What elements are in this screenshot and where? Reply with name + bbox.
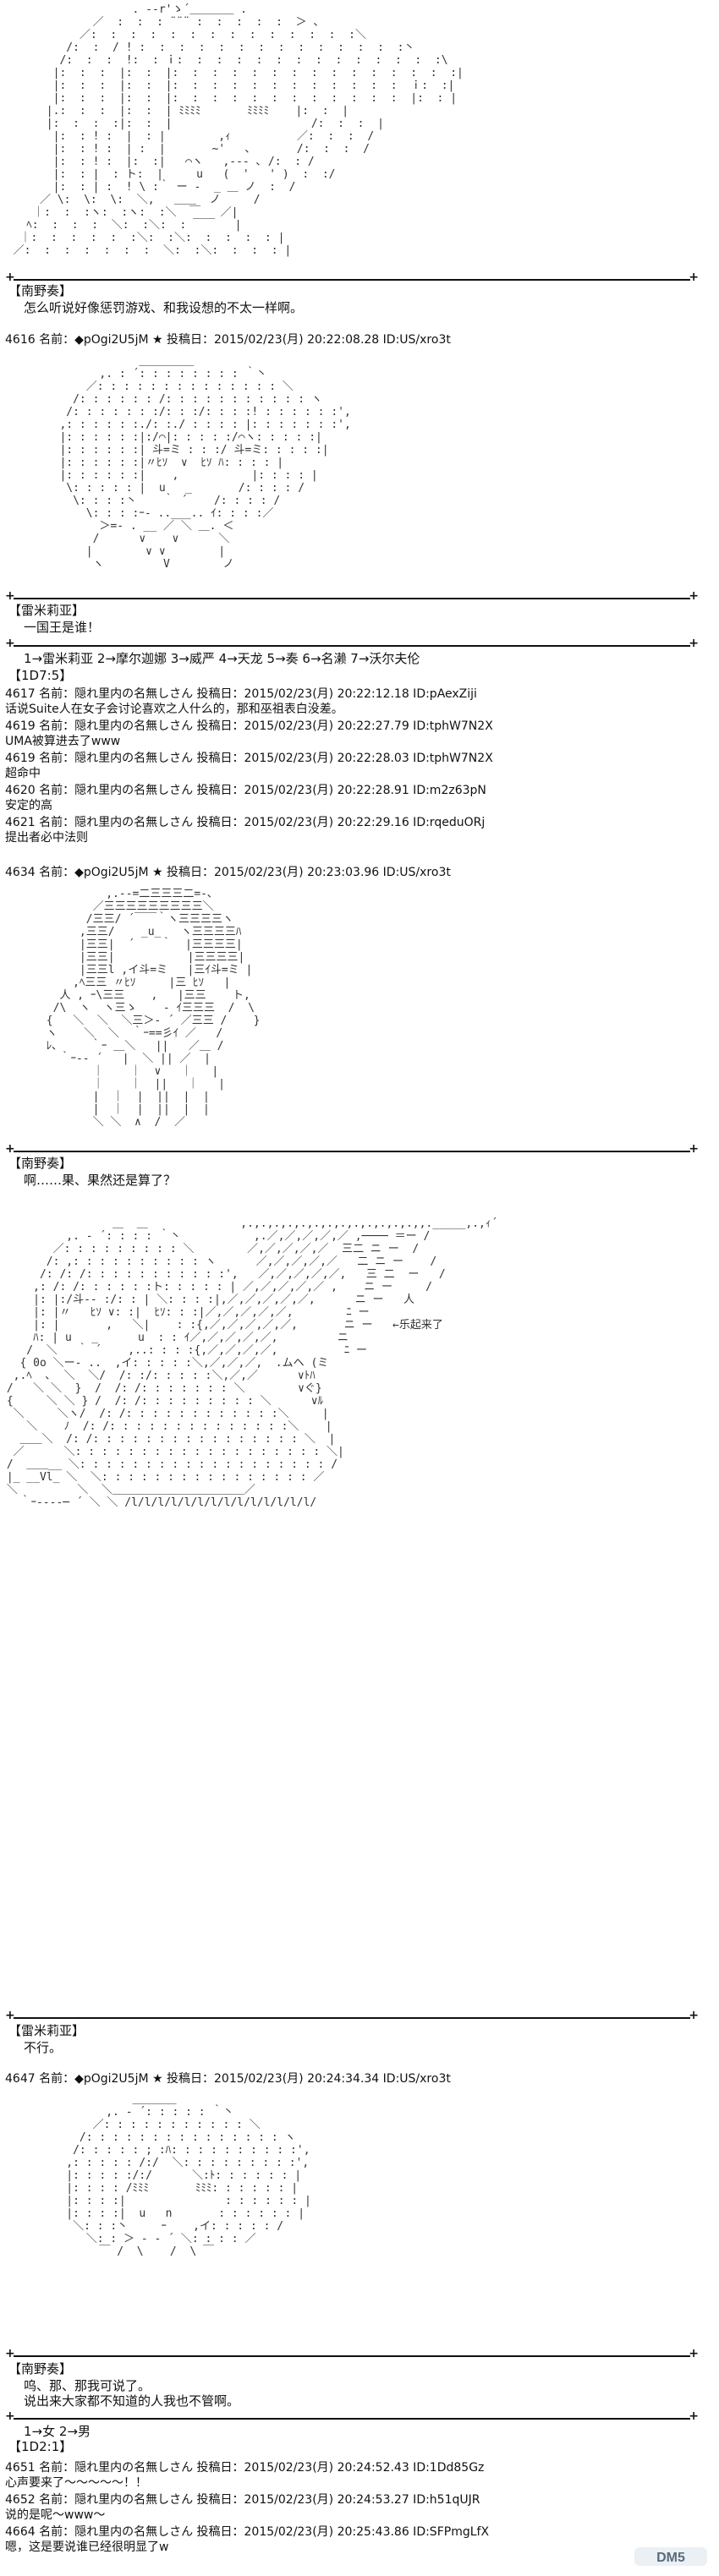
speaker-label: 【南野奏】 — [8, 1156, 73, 1171]
ascii-art-remilia: ＿＿＿＿＿ ,. : ´: : : : : : : : ｀丶 ／: : : : … — [59, 355, 351, 571]
reply-header: 4620 名前：隠れ里内の名無しさん 投稿日：2015/02/23(月) 20:… — [5, 784, 486, 797]
choice-list: 1→女 2→男 — [24, 2424, 91, 2439]
reply-text: 提出者必中法则 — [5, 831, 88, 845]
reply-text: 嗯，这是要说谁已经很明显了w — [5, 2540, 169, 2554]
reply-text: UMA被算进去了www — [5, 735, 121, 748]
speaker-label: 【南野奏】 — [8, 2361, 73, 2376]
speaker-label: 【雷米莉亚】 — [8, 603, 85, 618]
ascii-art-kanade-small: ＿＿＿＿ ,. ‐ ´: : : : : ｀丶 ／: : : : : : : :… — [66, 2093, 311, 2258]
reply-header: 4651 名前：隠れ里内の名無しさん 投稿日：2015/02/23(月) 20:… — [5, 2461, 485, 2475]
reply-text: 安定的高 — [5, 799, 52, 812]
dialogue-line: 说出来大家都不知道的人我也不管啊。 — [24, 2393, 240, 2409]
dm5-watermark-logo: DM5 — [634, 2547, 707, 2566]
post-header: 4634 名前：◆pOgi2U5jM ★ 投稿日：2015/02/23(月) 2… — [5, 866, 451, 879]
svg-text:DM5: DM5 — [656, 2551, 685, 2565]
dice-result: 【1D2:1】 — [8, 2439, 73, 2454]
reply-header: 4619 名前：隠れ里内の名無しさん 投稿日：2015/02/23(月) 20:… — [5, 719, 493, 733]
dialogue-line: 呜、那、那我可说了。 — [24, 2378, 151, 2393]
dialogue-line: 怎么听说好像惩罚游戏、和我设想的不太一样啊。 — [24, 300, 304, 315]
speaker-label: 【雷米莉亚】 — [8, 2023, 85, 2038]
reply-header: 4621 名前：隠れ里内の名無しさん 投稿日：2015/02/23(月) 20:… — [5, 816, 486, 829]
speaker-label: 【南野奏】 — [8, 283, 73, 298]
dice-result: 【1D7:5】 — [8, 668, 73, 683]
dialogue-line: 啊……果、果然还是算了？ — [24, 1173, 177, 1188]
reply-header: 4652 名前：隠れ里内の名無しさん 投稿日：2015/02/23(月) 20:… — [5, 2493, 480, 2507]
reply-text: 话说Suite人在女子会讨论喜欢之人什么的，那和巫祖表白没差。 — [5, 703, 343, 716]
reply-header: 4619 名前：隠れ里内の名無しさん 投稿日：2015/02/23(月) 20:… — [5, 752, 493, 765]
reply-text: 超命中 — [5, 767, 41, 780]
choice-list: 1→雷米莉亚 2→摩尔迦娜 3→威严 4→天龙 5→奏 6→名濑 7→沃尔夫伦 — [24, 651, 420, 666]
reply-header: 4617 名前：隠れ里内の名無しさん 投稿日：2015/02/23(月) 20:… — [5, 687, 477, 701]
dialogue-line: 不行。 — [24, 2040, 63, 2055]
reply-text: 说的是呢～www～ — [5, 2508, 106, 2522]
separator: ++ — [5, 1142, 699, 1156]
ascii-art-kanade-wings: ＿ ＿ ,.,.,.,.,.,.,.,.,.,.,.,.,.,,._____,.… — [6, 1217, 498, 1509]
reply-header: 4664 名前：隠れ里内の名無しさん 投稿日：2015/02/23(月) 20:… — [5, 2525, 490, 2539]
dialogue-line: 一国王是谁！ — [24, 620, 101, 635]
reply-text: 心声要来了～～～～～！！ — [5, 2476, 147, 2490]
separator: ++ — [5, 2409, 699, 2423]
separator: ++ — [5, 271, 699, 284]
separator: ++ — [5, 2347, 699, 2360]
post-header: 4647 名前：◆pOgi2U5jM ★ 投稿日：2015/02/23(月) 2… — [5, 2072, 451, 2086]
separator: ++ — [5, 637, 699, 650]
post-header: 4616 名前：◆pOgi2U5jM ★ 投稿日：2015/02/23(月) 2… — [5, 333, 451, 347]
ascii-art-remilia-2: ,.-‐=二三三三二=-､ ／三三三三三三三三三＼ /三三/ ´￣￣｀ヽ三三三三… — [46, 888, 261, 1129]
separator: ++ — [5, 2009, 699, 2022]
separator: ++ — [5, 589, 699, 603]
ascii-art-minamino-kanade: . -‐r'ゝ´＿＿＿＿ . ／ : : : ¨¨¨ : : : : : ＞ 、… — [13, 3, 464, 257]
